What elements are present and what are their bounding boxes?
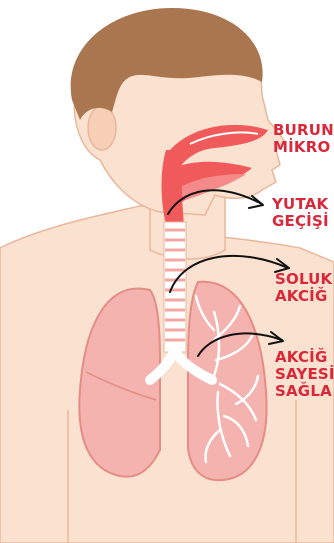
label-pharynx: YUTAK GEÇİŞİ	[272, 196, 329, 230]
label-nose: BURUN MİKRO	[273, 122, 334, 156]
label-pharynx-line-1: YUTAK	[272, 196, 329, 213]
pharynx	[162, 150, 185, 225]
trachea	[164, 222, 186, 352]
label-lungs: AKCİĞ SAYESİ SAĞLA	[275, 349, 334, 400]
label-lungs-line-3: SAĞLA	[275, 383, 334, 400]
ear	[88, 106, 116, 150]
label-breath-line-2: AKCİĞ	[275, 288, 332, 305]
label-nose-line-2: MİKRO	[273, 139, 334, 156]
label-lungs-line-2: SAYESİ	[275, 366, 334, 383]
label-nose-line-1: BURUN	[273, 122, 334, 139]
label-lungs-line-1: AKCİĞ	[275, 349, 334, 366]
label-pharynx-line-2: GEÇİŞİ	[272, 213, 329, 230]
label-breath: SOLUK AKCİĞ	[275, 271, 332, 305]
label-breath-line-1: SOLUK	[275, 271, 332, 288]
